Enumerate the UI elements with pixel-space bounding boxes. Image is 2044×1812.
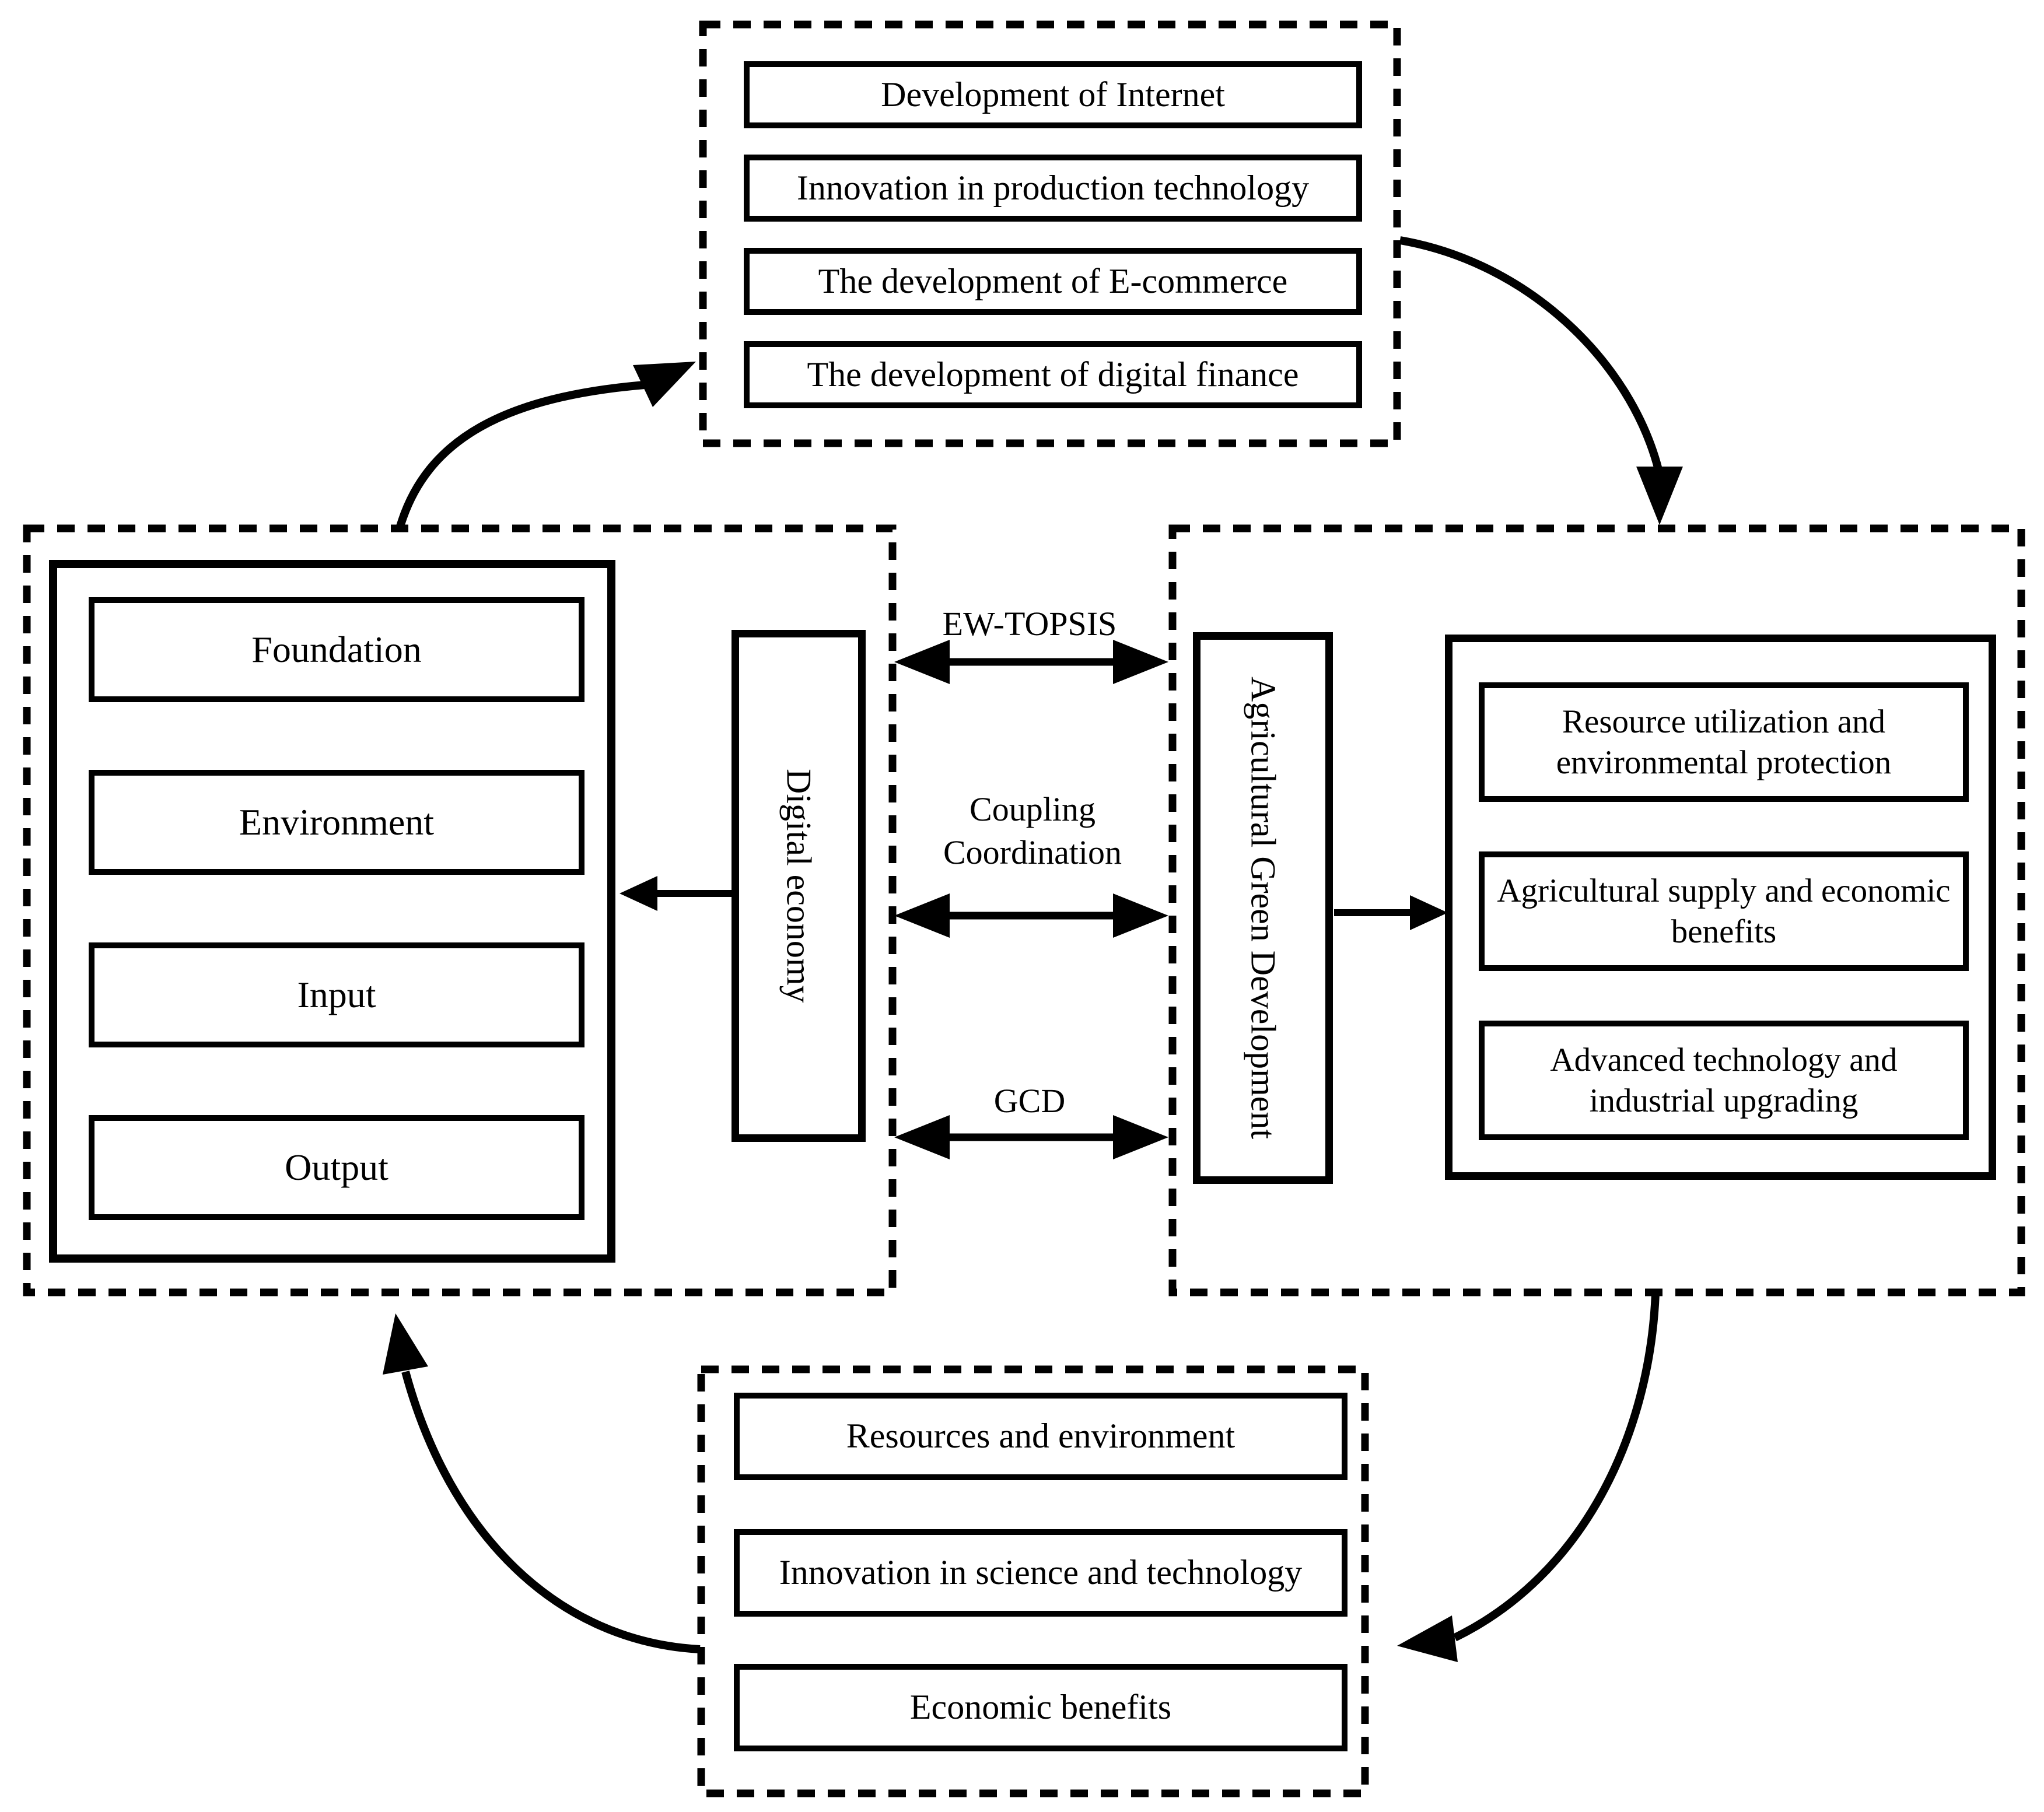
top-factor-development-of-internet: Development of Internet bbox=[744, 61, 1362, 128]
left-indicator-foundation: Foundation bbox=[89, 597, 584, 702]
right-indicator-advanced-technology: Advanced technology and industrial upgra… bbox=[1479, 1021, 1969, 1140]
arrow-agd-to-right-indicators bbox=[1334, 895, 1448, 930]
method-label-gcd: GCD bbox=[993, 1081, 1066, 1120]
top-factor-digital-finance: The development of digital finance bbox=[744, 341, 1362, 408]
agricultural-green-development-pillar-label: Agricultural Green Development bbox=[1244, 677, 1283, 1140]
curved-arrow-top-to-right bbox=[1399, 236, 1683, 525]
right-indicator-container bbox=[1445, 635, 1996, 1180]
bottom-factor-resources-environment: Resources and environment bbox=[734, 1393, 1348, 1480]
left-indicator-input: Input bbox=[89, 942, 584, 1047]
ew-topsis-double-arrow bbox=[894, 640, 1168, 684]
left-panel-dashed-frame bbox=[23, 524, 897, 1296]
left-indicator-container bbox=[49, 560, 615, 1263]
top-panel-dashed-frame bbox=[699, 20, 1401, 447]
top-factor-innovation-production-technology: Innovation in production technology bbox=[744, 155, 1362, 222]
left-indicator-environment: Environment bbox=[89, 770, 584, 875]
coupling-coordination-double-arrow bbox=[894, 893, 1168, 938]
left-indicator-output: Output bbox=[89, 1115, 584, 1220]
arrow-digital-economy-to-left-indicators bbox=[620, 876, 732, 911]
digital-economy-pillar: Digital economy bbox=[732, 630, 866, 1142]
gcd-double-arrow bbox=[894, 1115, 1168, 1159]
right-indicator-resource-utilization: Resource utilization and environmental p… bbox=[1479, 682, 1969, 802]
bottom-factor-innovation-science-technology: Innovation in science and technology bbox=[734, 1529, 1348, 1617]
bottom-factor-economic-benefits: Economic benefits bbox=[734, 1664, 1348, 1751]
method-label-ew-topsis: EW-TOPSIS bbox=[942, 604, 1117, 643]
curved-arrow-right-to-bottom bbox=[1397, 1293, 1660, 1662]
right-panel-dashed-frame bbox=[1168, 524, 2025, 1296]
curved-arrow-left-to-top bbox=[396, 362, 696, 530]
top-factor-ecommerce: The development of E-commerce bbox=[744, 248, 1362, 315]
right-indicator-agricultural-supply: Agricultural supply and economic benefit… bbox=[1479, 851, 1969, 971]
agricultural-green-development-pillar: Agricultural Green Development bbox=[1193, 632, 1333, 1184]
digital-economy-pillar-label: Digital economy bbox=[779, 769, 818, 1003]
method-label-coupling-coordination: Coupling Coordination bbox=[943, 790, 1122, 871]
curved-arrow-bottom-to-left bbox=[383, 1313, 701, 1653]
